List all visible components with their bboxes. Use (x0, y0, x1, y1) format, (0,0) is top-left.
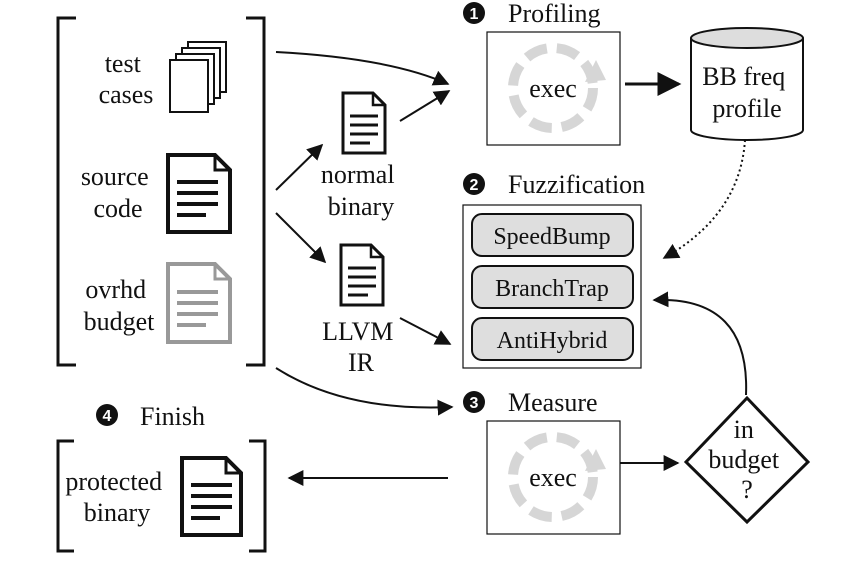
technique-antihybrid-label: AntiHybrid (497, 328, 608, 354)
step-1-badge (463, 2, 485, 24)
output-bracket-right (249, 439, 267, 553)
arrow-inputs-to-measure (275, 367, 454, 416)
technique-antihybrid-pill (471, 317, 634, 361)
test-cases-stack-icon (169, 41, 227, 113)
profiling-title: Profiling (508, 0, 600, 28)
llvm-ir-document-icon (339, 243, 385, 307)
measure-exec-label: exec (529, 463, 577, 492)
step-4-badge (96, 404, 118, 426)
budget-document-icon (166, 262, 232, 344)
source-code-document-icon (166, 153, 232, 234)
protected-binary-document-icon (180, 456, 243, 537)
step-3-number: 3 (470, 395, 479, 412)
measure-step: 3 Measure exec (463, 388, 621, 535)
source-code-label: source code (81, 162, 155, 223)
measure-exec-ring (508, 432, 598, 522)
fuzzification-title: Fuzzification (508, 170, 645, 199)
arrow-llvm-ir-to-fuzzification (399, 317, 452, 345)
arrow-profile-to-fuzzification (662, 139, 746, 259)
arrow-source-to-llvm-ir (275, 212, 327, 264)
step-2-badge (463, 173, 485, 195)
step-2-number: 2 (470, 177, 479, 194)
profiling-exec-ring (508, 43, 598, 133)
profiling-exec-label: exec (529, 74, 577, 103)
flow-arrows (275, 51, 748, 486)
technique-branchtrap-label: BranchTrap (495, 276, 609, 302)
profiling-exec-ring-arrowhead (585, 60, 606, 82)
bb-freq-profile-database: BB freq profile (690, 27, 804, 141)
arrow-decision-to-fuzzification (652, 291, 748, 396)
finish-title: Finish (140, 402, 205, 431)
measure-title: Measure (508, 388, 598, 417)
technique-speedbump-pill (471, 213, 634, 257)
input-group: test cases source code ovrhd budget (56, 16, 266, 367)
step-3-badge (463, 391, 485, 413)
technique-speedbump-label: SpeedBump (493, 224, 610, 250)
input-bracket-left (56, 16, 76, 367)
fuzzification-step: 2 Fuzzification SpeedBump BranchTrap Ant… (462, 170, 645, 369)
arrow-source-to-normal-binary (275, 143, 324, 191)
ovrhd-budget-label: ovrhd budget (84, 275, 156, 336)
arrow-inputs-to-profiling (275, 51, 450, 86)
llvm-ir-label: LLVM IR (322, 317, 400, 377)
arrow-normal-binary-to-profiling (399, 90, 451, 122)
profiling-step: 1 Profiling exec (463, 0, 621, 146)
step-1-number: 1 (470, 6, 479, 23)
protected-binary-label: protected binary (65, 467, 168, 527)
step-4-number: 4 (103, 408, 112, 425)
normal-binary-document-icon (341, 91, 387, 155)
output-bracket-left (56, 439, 74, 553)
test-cases-label: test cases (99, 49, 154, 109)
decision-label: in budget ? (708, 415, 785, 504)
normal-binary-label: normal binary (321, 160, 401, 221)
in-budget-decision: in budget ? (683, 395, 811, 525)
measure-exec-ring-arrowhead (585, 449, 606, 471)
technique-branchtrap-pill (471, 265, 634, 309)
input-bracket-right (246, 16, 266, 367)
profile-db-label: BB freq profile (702, 62, 792, 123)
finish-step: 4 Finish protected binary (56, 402, 267, 553)
